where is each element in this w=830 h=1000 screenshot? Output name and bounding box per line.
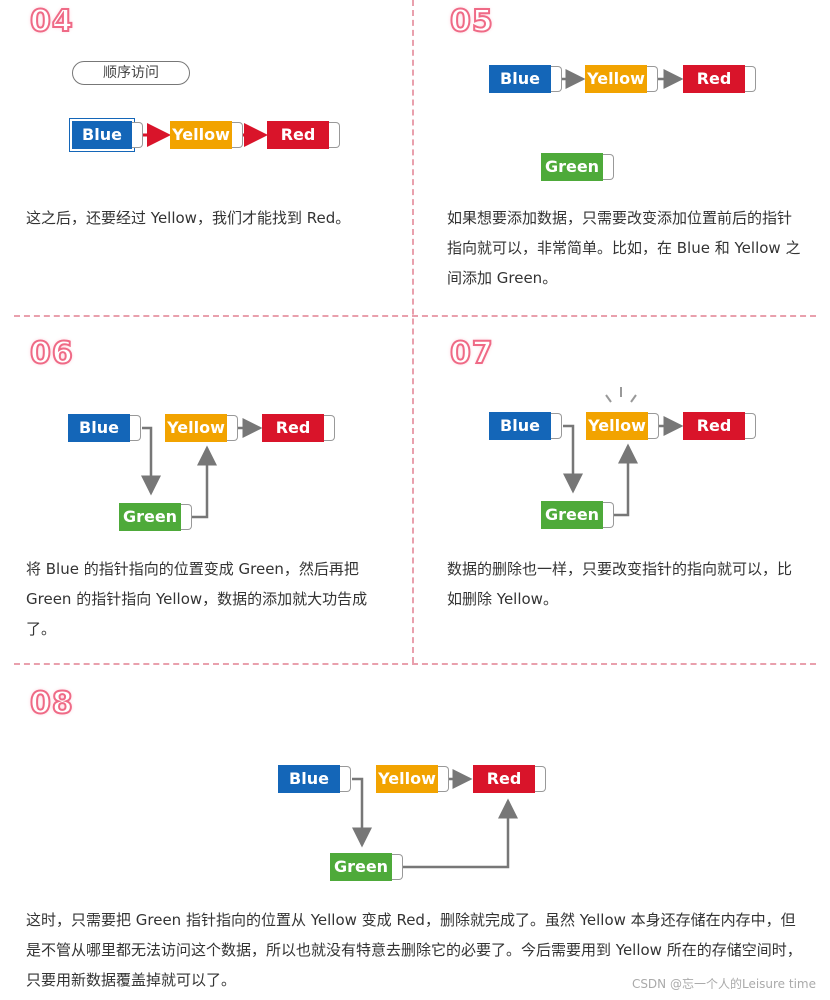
arrow-07-blue-green (563, 424, 583, 494)
pointer-box (551, 66, 562, 92)
pointer-box (130, 415, 141, 441)
node-label: Green (119, 503, 181, 531)
arrow-08-green-red (402, 798, 518, 869)
pointer-box (181, 504, 192, 530)
yellow-emphasis-mark-3 (630, 394, 637, 403)
description-08: 这时，只需要把 Green 指针指向的位置从 Yellow 变成 Red，删除就… (26, 911, 802, 989)
node-label: Red (683, 412, 745, 440)
description-06: 将 Blue 的指针指向的位置变成 Green，然后再把 Green 的指针指向… (26, 560, 368, 638)
pointer-box (603, 154, 614, 180)
sequential-access-tag: 顺序访问 (72, 61, 190, 85)
arrow-07-green-yellow (609, 443, 638, 517)
step-number-06: 06 (29, 335, 74, 372)
arrow-08-blue-green (352, 777, 372, 848)
node-label: Green (541, 153, 603, 181)
node-label: Red (267, 121, 329, 149)
step-number-07: 07 (449, 335, 494, 372)
node-label: Yellow (376, 765, 438, 793)
node-label: Red (473, 765, 535, 793)
pointer-box (745, 413, 756, 439)
step-number-04: 04 (29, 3, 74, 40)
node-label: Red (262, 414, 324, 442)
horizontal-divider-2 (14, 663, 816, 665)
node-label: Green (541, 501, 603, 529)
pointer-box (745, 66, 756, 92)
description-07: 数据的删除也一样，只要改变指针的指向就可以，比如删除 Yellow。 (447, 560, 793, 608)
node-label: Yellow (586, 412, 648, 440)
pointer-box (535, 766, 546, 792)
watermark: CSDN @忘一个人的Leisure time (631, 977, 816, 991)
node-label: Blue (278, 765, 340, 793)
vertical-divider (412, 0, 414, 663)
pointer-box (551, 413, 562, 439)
arrow-06-green-yellow (188, 445, 217, 519)
arrow-06-blue-green (141, 426, 161, 496)
node-label: Yellow (170, 121, 232, 149)
description-04: 这之后，还要经过 Yellow，我们才能找到 Red。 (26, 209, 351, 227)
node-label: Red (683, 65, 745, 93)
pointer-box (648, 413, 659, 439)
node-label: Yellow (585, 65, 647, 93)
pointer-box (227, 415, 238, 441)
pointer-box (647, 66, 658, 92)
node-label: Yellow (165, 414, 227, 442)
pointer-box (340, 766, 351, 792)
node-label: Blue (68, 414, 130, 442)
pointer-box (324, 415, 335, 441)
yellow-emphasis-mark-1 (605, 394, 612, 403)
node-label: Blue (489, 65, 551, 93)
horizontal-divider-1 (14, 315, 816, 317)
step-number-08: 08 (29, 685, 74, 722)
pointer-box (438, 766, 449, 792)
node-label: Blue (70, 119, 134, 151)
pointer-box (392, 854, 403, 880)
pointer-box (232, 122, 243, 148)
step-number-05: 05 (449, 3, 494, 40)
node-label: Green (330, 853, 392, 881)
pointer-box (603, 502, 614, 528)
pointer-box (329, 122, 340, 148)
node-label: Blue (489, 412, 551, 440)
description-05: 如果想要添加数据，只需要改变添加位置前后的指针指向就可以，非常简单。比如，在 B… (447, 209, 801, 287)
pointer-box (132, 122, 143, 148)
